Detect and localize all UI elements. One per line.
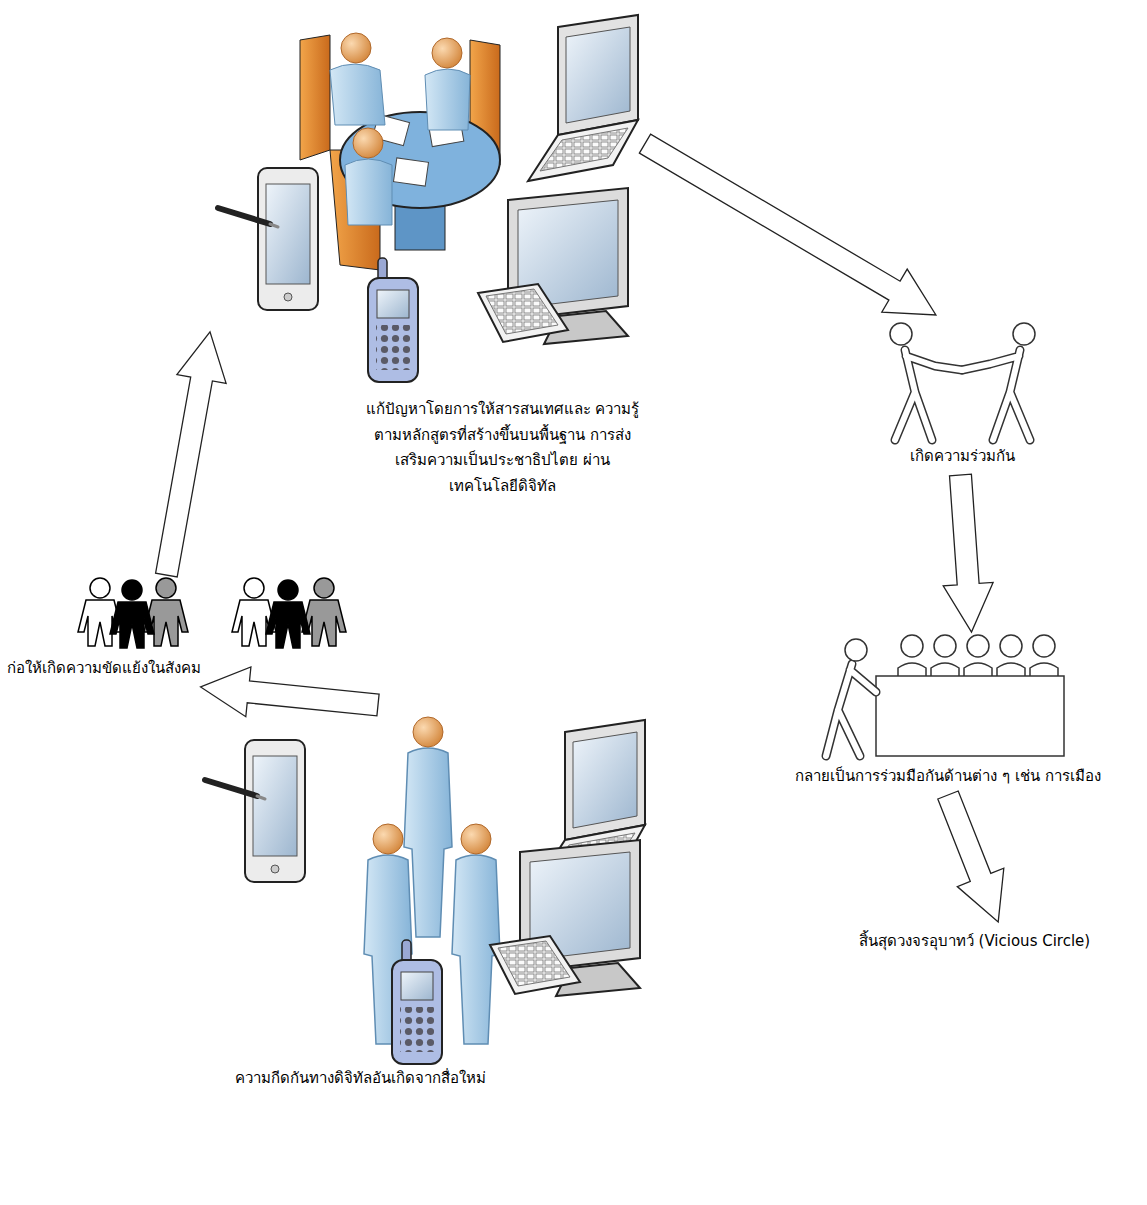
person-head xyxy=(432,38,462,68)
block-arrow xyxy=(201,667,380,717)
stage-node: แก้ปัญหาโดยการให้สารสนเทศและ ความรู้ตามห… xyxy=(210,10,645,505)
person xyxy=(425,69,470,130)
stage-caption: สิ้นสุดวงจรอุบาทว์ (Vicious Circle) xyxy=(855,927,1094,957)
stage-caption: เกิดความร่วมกัน xyxy=(906,442,1019,472)
panel-figures xyxy=(826,635,1064,756)
laptop-icon xyxy=(528,15,638,181)
block-arrow-shape xyxy=(639,134,936,315)
monitor-icon xyxy=(490,840,640,996)
block-arrow xyxy=(938,791,1004,922)
paper xyxy=(393,158,428,186)
stage-node: กลายเป็นการร่วมมือกันด้านต่าง ๆ เช่น การ… xyxy=(752,632,1144,795)
meeting-illustration xyxy=(300,33,500,270)
stage-caption: กลายเป็นการร่วมมือกันด้านต่าง ๆ เช่น การ… xyxy=(791,762,1104,792)
block-arrow-shape xyxy=(938,791,1004,922)
stage-node: ความกีดกันทางดิจิทัลอันเกิดจากสื่อใหม่ xyxy=(200,705,645,1097)
tablet-icon xyxy=(205,740,305,882)
stage-node: เกิดความร่วมกัน xyxy=(860,315,1065,475)
stage-caption: ความกีดกันทางดิจิทัลอันเกิดจากสื่อใหม่ xyxy=(231,1064,490,1094)
stage-node: สิ้นสุดวงจรอุบาทว์ (Vicious Circle) xyxy=(805,922,1144,960)
person-figure xyxy=(452,824,500,1044)
block-arrow-shape xyxy=(201,667,380,717)
block-arrow-shape xyxy=(943,474,993,632)
conflict-figures xyxy=(78,578,346,648)
person-head xyxy=(341,33,371,63)
phone-icon xyxy=(392,940,442,1064)
person-head xyxy=(353,128,383,158)
block-arrow xyxy=(943,474,993,632)
person xyxy=(345,159,392,225)
handshake-figures xyxy=(890,323,1035,440)
block-arrow-shape xyxy=(156,332,227,577)
stage-node: ก่อให้เกิดความขัดแย้งในสังคม xyxy=(3,575,383,687)
person xyxy=(330,64,385,125)
monitor-icon xyxy=(478,188,628,344)
stage-caption: แก้ปัญหาโดยการให้สารสนเทศและ ความรู้ตามห… xyxy=(360,395,645,501)
block-arrow xyxy=(156,332,227,577)
block-arrow xyxy=(639,134,936,315)
phone-icon xyxy=(368,258,418,382)
tablet-icon xyxy=(218,168,318,310)
stage-caption: ก่อให้เกิดความขัดแย้งในสังคม xyxy=(3,654,205,684)
person-figure xyxy=(404,717,452,937)
chair xyxy=(300,35,330,160)
